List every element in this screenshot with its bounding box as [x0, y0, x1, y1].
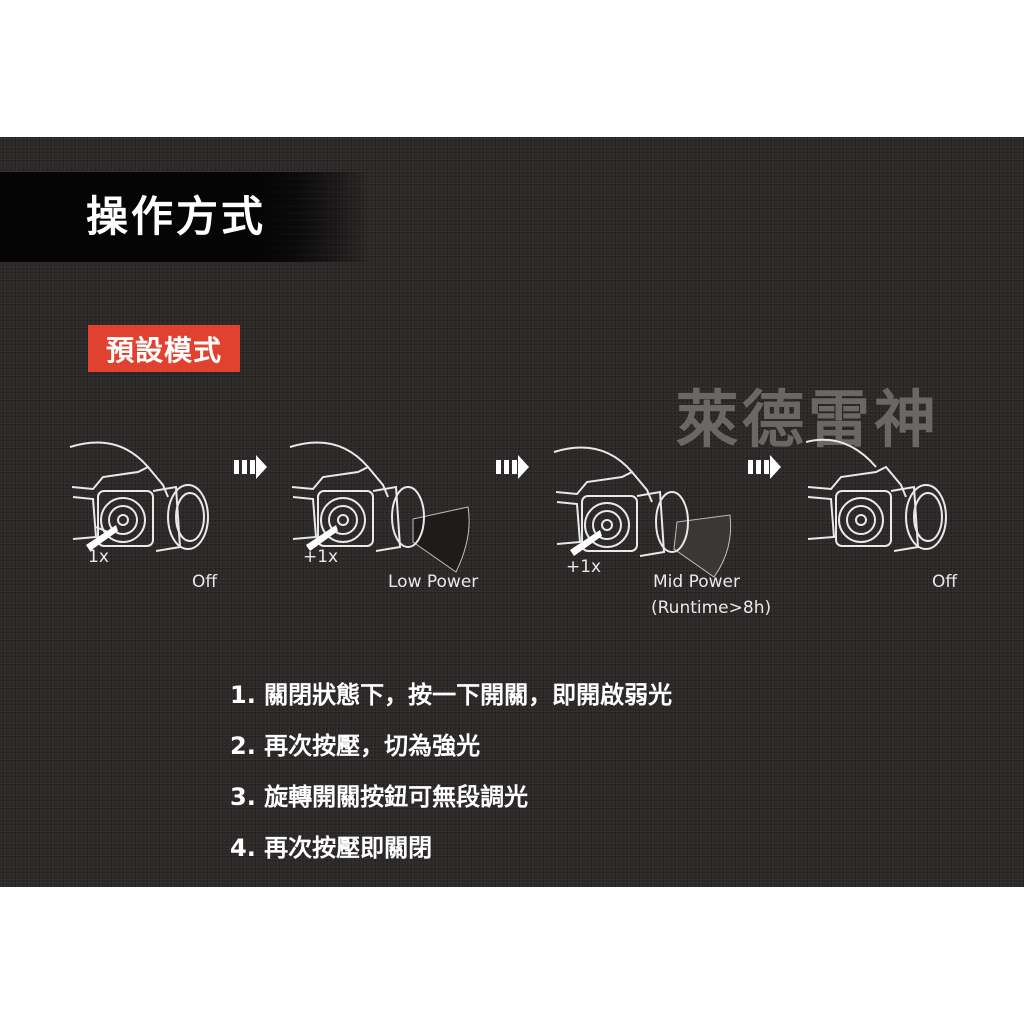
press-count: +1x — [566, 557, 602, 577]
press-count: +1x — [303, 547, 339, 567]
arrow-right-icon — [234, 455, 270, 483]
arrow-right-icon — [496, 455, 532, 483]
light-beam-icon — [412, 506, 470, 573]
press-arrow-icon — [306, 525, 338, 551]
mode-label: Low Power — [388, 572, 479, 592]
headlamp-icon — [69, 441, 209, 552]
runtime-label: (Runtime>8h) — [651, 598, 772, 618]
headlamp-step-4 — [806, 437, 956, 567]
headlamp-step-2 — [288, 427, 478, 577]
instruction-item: 1. 關閉狀態下，按一下開關，即開啟弱光 — [230, 681, 673, 709]
brand-watermark: 萊德雷神 — [676, 383, 941, 456]
press-arrow-icon — [570, 530, 602, 556]
instruction-item: 3. 旋轉開關按鈕可無段調光 — [230, 783, 529, 811]
title-brush-stroke — [0, 172, 370, 262]
default-mode-badge: 預設模式 — [88, 325, 240, 372]
headlamp-step-3 — [552, 437, 742, 587]
page-title: 操作方式 — [86, 192, 267, 241]
instruction-panel: 操作方式 預設模式 萊德雷神 1x Off — [0, 137, 1024, 887]
press-arrow-icon — [86, 525, 118, 551]
instruction-list: 1. 關閉狀態下，按一下開關，即開啟弱光 2. 再次按壓，切為強光 3. 旋轉開… — [230, 670, 672, 874]
headlamp-icon — [553, 446, 732, 578]
arrow-right-icon — [748, 455, 784, 483]
mode-label: Mid Power — [653, 572, 740, 592]
instruction-item: 4. 再次按壓即關閉 — [230, 834, 433, 862]
press-count: 1x — [88, 547, 109, 567]
headlamp-icon — [806, 438, 947, 552]
instruction-item: 2. 再次按壓，切為強光 — [230, 732, 481, 760]
headlamp-icon — [289, 441, 470, 573]
mode-label: Off — [932, 572, 958, 592]
headlamp-step-1 — [68, 427, 228, 567]
mode-label: Off — [192, 572, 218, 592]
